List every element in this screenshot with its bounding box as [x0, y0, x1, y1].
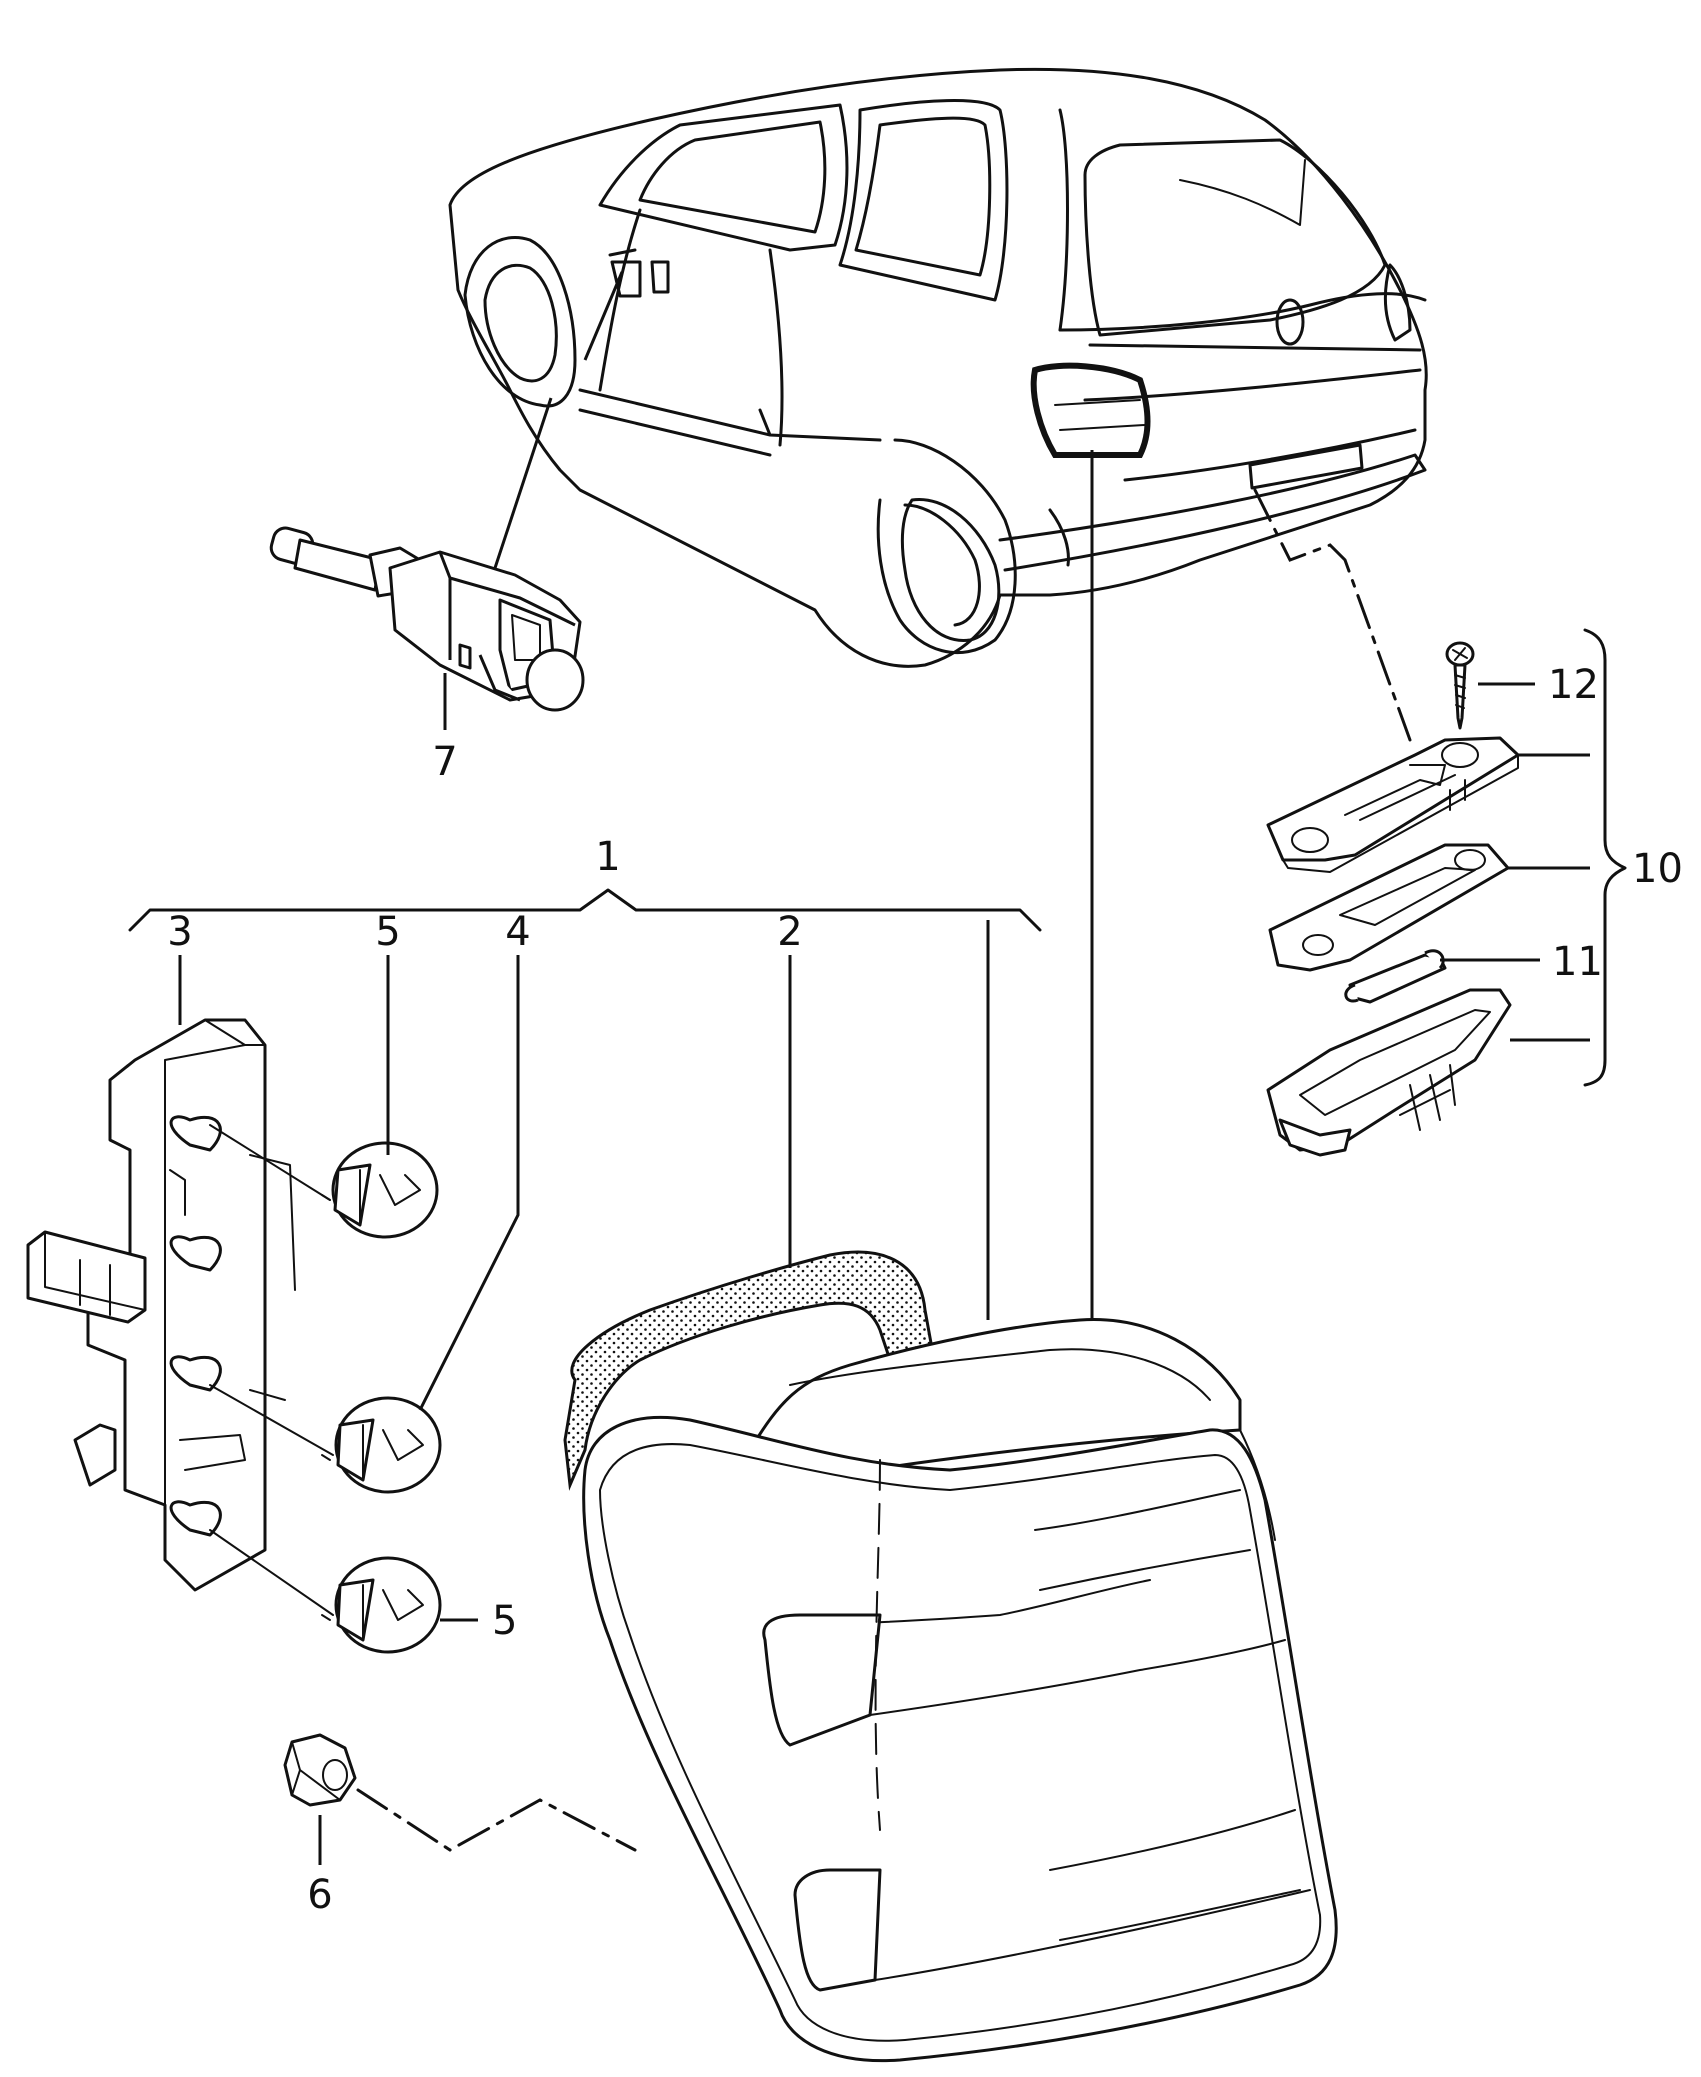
callout-7: 7: [432, 739, 457, 785]
callout-6: 6: [307, 1872, 332, 1918]
nut-to-lamp-dashline: [356, 1788, 637, 1852]
bulb-lower: [209, 1529, 442, 1654]
group-10-brace: [1583, 628, 1627, 1087]
plate-to-light-dashline: [1253, 488, 1412, 742]
brake-light-switch: [269, 526, 585, 712]
bulb-holder: [26, 1018, 296, 1592]
licence-plate-light-seal: [1268, 843, 1510, 972]
callout-11: 11: [1552, 939, 1603, 985]
bulb-upper: [209, 1124, 439, 1239]
licence-plate-light-housing: [1266, 988, 1512, 1157]
callout-12: 12: [1548, 662, 1599, 708]
callout-2: 2: [777, 909, 802, 955]
mounting-screw: [1445, 641, 1475, 730]
callout-5-top: 5: [375, 909, 400, 955]
tail-light-assembly: [563, 1250, 1338, 2063]
group-1-bracket: [128, 888, 1042, 932]
leader-line-4: [418, 955, 520, 1411]
bulb-middle: [209, 1384, 442, 1494]
leader-line-switch: [493, 397, 553, 569]
callout-5-bottom: 5: [492, 1598, 517, 1644]
leader-line-door: [583, 271, 624, 361]
vehicle-rear-view: [448, 67, 1428, 668]
callout-1: 1: [595, 834, 620, 880]
hex-nut: [283, 1733, 357, 1807]
callout-4: 4: [505, 909, 530, 955]
festoon-bulb: [1344, 949, 1447, 1004]
callout-3: 3: [167, 909, 192, 955]
callout-10: 10: [1632, 846, 1683, 892]
